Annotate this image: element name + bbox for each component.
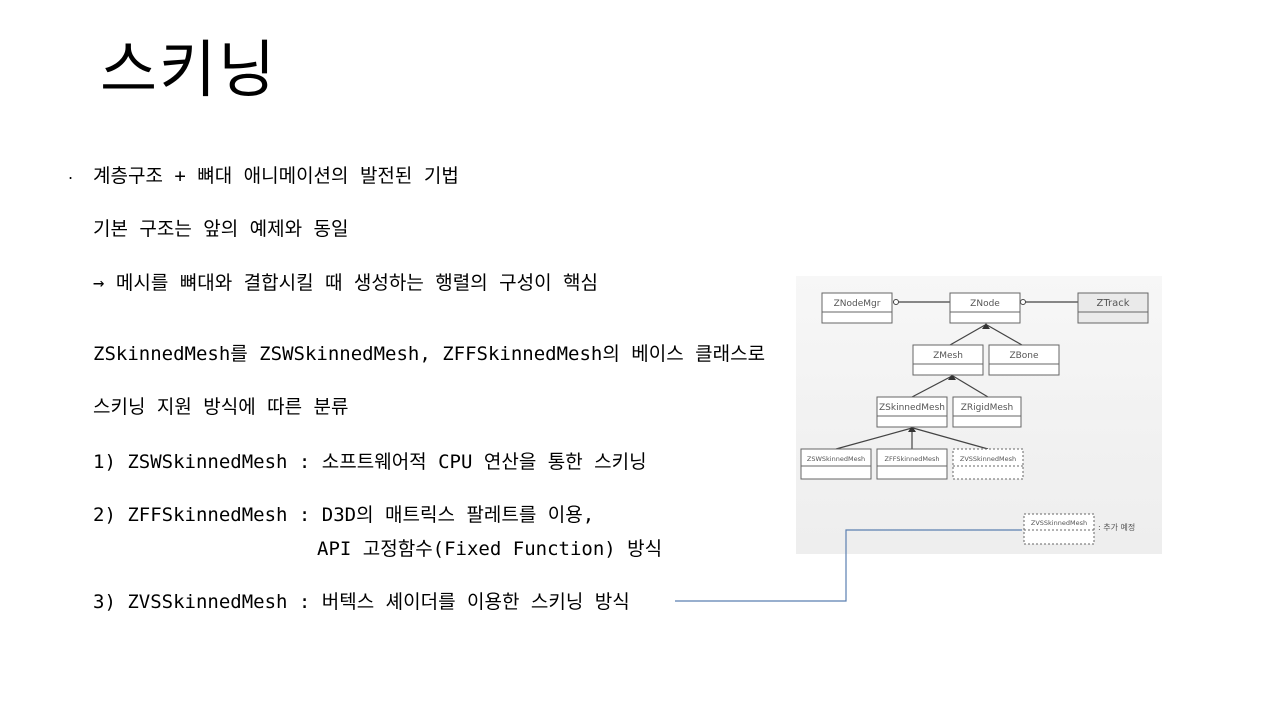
text-line-5: 스키닝 지원 방식에 따른 분류 <box>93 396 349 418</box>
text-line-4: ZSkinnedMesh를 ZSWSkinnedMesh, ZFFSkinned… <box>93 343 766 365</box>
box-zswskinnedmesh <box>800 448 872 480</box>
label-zvsskinnedmesh: ZVSSkinnedMesh <box>960 455 1016 463</box>
box-zvsskinnedmesh <box>952 448 1024 480</box>
inherit-arrow-mesh <box>948 374 956 380</box>
connector-skinned-mesh <box>911 375 953 398</box>
label-zswskinnedmesh: ZSWSkinnedMesh <box>807 455 865 463</box>
connector-vs-skinned <box>912 427 989 450</box>
inherit-arrow-node <box>982 323 990 329</box>
box-zffskinnedmesh <box>876 448 948 480</box>
label-znode: ZNode <box>970 299 1000 309</box>
text-line-3: → 메시를 뼈대와 결합시킬 때 생성하는 행렬의 구성이 핵심 <box>93 272 598 294</box>
box-zskinnedmesh <box>876 396 948 428</box>
page-title: 스키닝 <box>100 33 278 106</box>
aggregation-diamond-left <box>893 299 899 305</box>
text-line-6: 1) ZSWSkinnedMesh : 소프트웨어적 CPU 연산을 통한 스키… <box>93 451 647 473</box>
aggregation-diamond-right <box>1020 299 1026 305</box>
text-line-9: 3) ZVSSkinnedMesh : 버텍스 셰이더를 이용한 스키닝 방식 <box>93 591 630 613</box>
callout-arrow <box>675 529 1022 602</box>
label-zvsskinnedmesh-legend: ZVSSkinnedMesh <box>1031 519 1087 527</box>
connector-rigid-mesh <box>952 375 989 398</box>
box-zmesh <box>912 344 984 376</box>
text-line-1: 계층구조 + 뼈대 애니메이션의 발전된 기법 <box>93 165 459 187</box>
bullet-dot: . <box>68 164 74 183</box>
label-planned-note: : 추가 예정 <box>1098 522 1135 532</box>
label-zrigidmesh: ZRigidMesh <box>961 403 1014 413</box>
text-line-2: 기본 구조는 앞의 예제와 동일 <box>93 218 349 240</box>
box-znode <box>949 292 1021 324</box>
label-zskinnedmesh: ZSkinnedMesh <box>879 403 945 413</box>
box-zvsskinnedmesh-legend <box>1023 513 1095 545</box>
box-zrigidmesh <box>952 396 1022 428</box>
inherit-arrow-skinned <box>908 426 916 432</box>
box-ztrack <box>1077 292 1149 324</box>
label-zffskinnedmesh: ZFFSkinnedMesh <box>885 455 940 463</box>
text-line-8: API 고정함수(Fixed Function) 방식 <box>317 538 663 560</box>
label-zmesh: ZMesh <box>933 351 963 361</box>
label-ztrack: ZTrack <box>1096 298 1129 309</box>
text-line-7: 2) ZFFSkinnedMesh : D3D의 매트릭스 팔레트를 이용, <box>93 504 595 526</box>
connector-mesh-node <box>949 324 986 346</box>
connector-sw-skinned <box>835 427 913 450</box>
box-znodemgr <box>821 292 893 324</box>
label-znodemgr: ZNodeMgr <box>834 299 881 309</box>
connector-bone-node <box>986 324 1023 346</box>
box-zbone <box>988 344 1060 376</box>
label-zbone: ZBone <box>1009 351 1039 361</box>
